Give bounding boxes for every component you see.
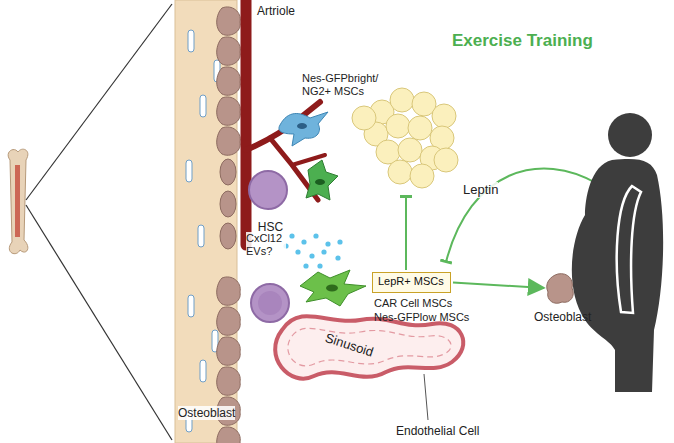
cell-label: Osteoblast — [178, 406, 235, 420]
vessel-label: Artriole — [257, 4, 295, 18]
title-label: Exercise Training — [452, 31, 593, 51]
connector-arrow — [453, 283, 544, 289]
cell-label: Nes-GFPbright/ NG2+ MSCs — [302, 72, 382, 98]
bone-lacunae — [186, 30, 220, 432]
adipocyte-cluster — [352, 88, 458, 188]
marker-box: LepR+ MSCs — [372, 272, 451, 293]
obese-person — [572, 113, 663, 392]
hsc-cell: HSC — [248, 170, 288, 210]
cell-label: Nes-GFPlow MSCs — [374, 311, 469, 324]
hormone-label: Leptin — [463, 182, 498, 198]
inhibition-line — [405, 196, 407, 270]
cxcl12-dots — [283, 233, 342, 268]
sinusoid-vessel — [275, 316, 463, 378]
osteoblast-shape — [534, 272, 598, 306]
osteoblast-lining — [217, 7, 241, 443]
lepr-msc-cell — [300, 270, 366, 306]
factor-label: CxCl12 EVs? — [246, 232, 286, 258]
node-text: LepR+ MSCs — [378, 275, 445, 288]
hsc-cell — [251, 284, 289, 322]
femur-icon — [8, 149, 28, 254]
cell-label: CAR Cell MSCs — [374, 297, 452, 310]
perivascular-msc — [306, 160, 338, 200]
zoom-line — [26, 4, 172, 200]
leader-line — [424, 374, 428, 420]
osteoblast-cell: Osteoblast — [534, 272, 598, 306]
nes-bright-msc — [279, 112, 328, 146]
node-text: Osteoblast — [534, 310, 591, 324]
zoom-line — [26, 205, 172, 440]
cell-label: Endothelial Cell — [396, 424, 479, 438]
vessel-label: Sinusoid — [323, 330, 375, 360]
